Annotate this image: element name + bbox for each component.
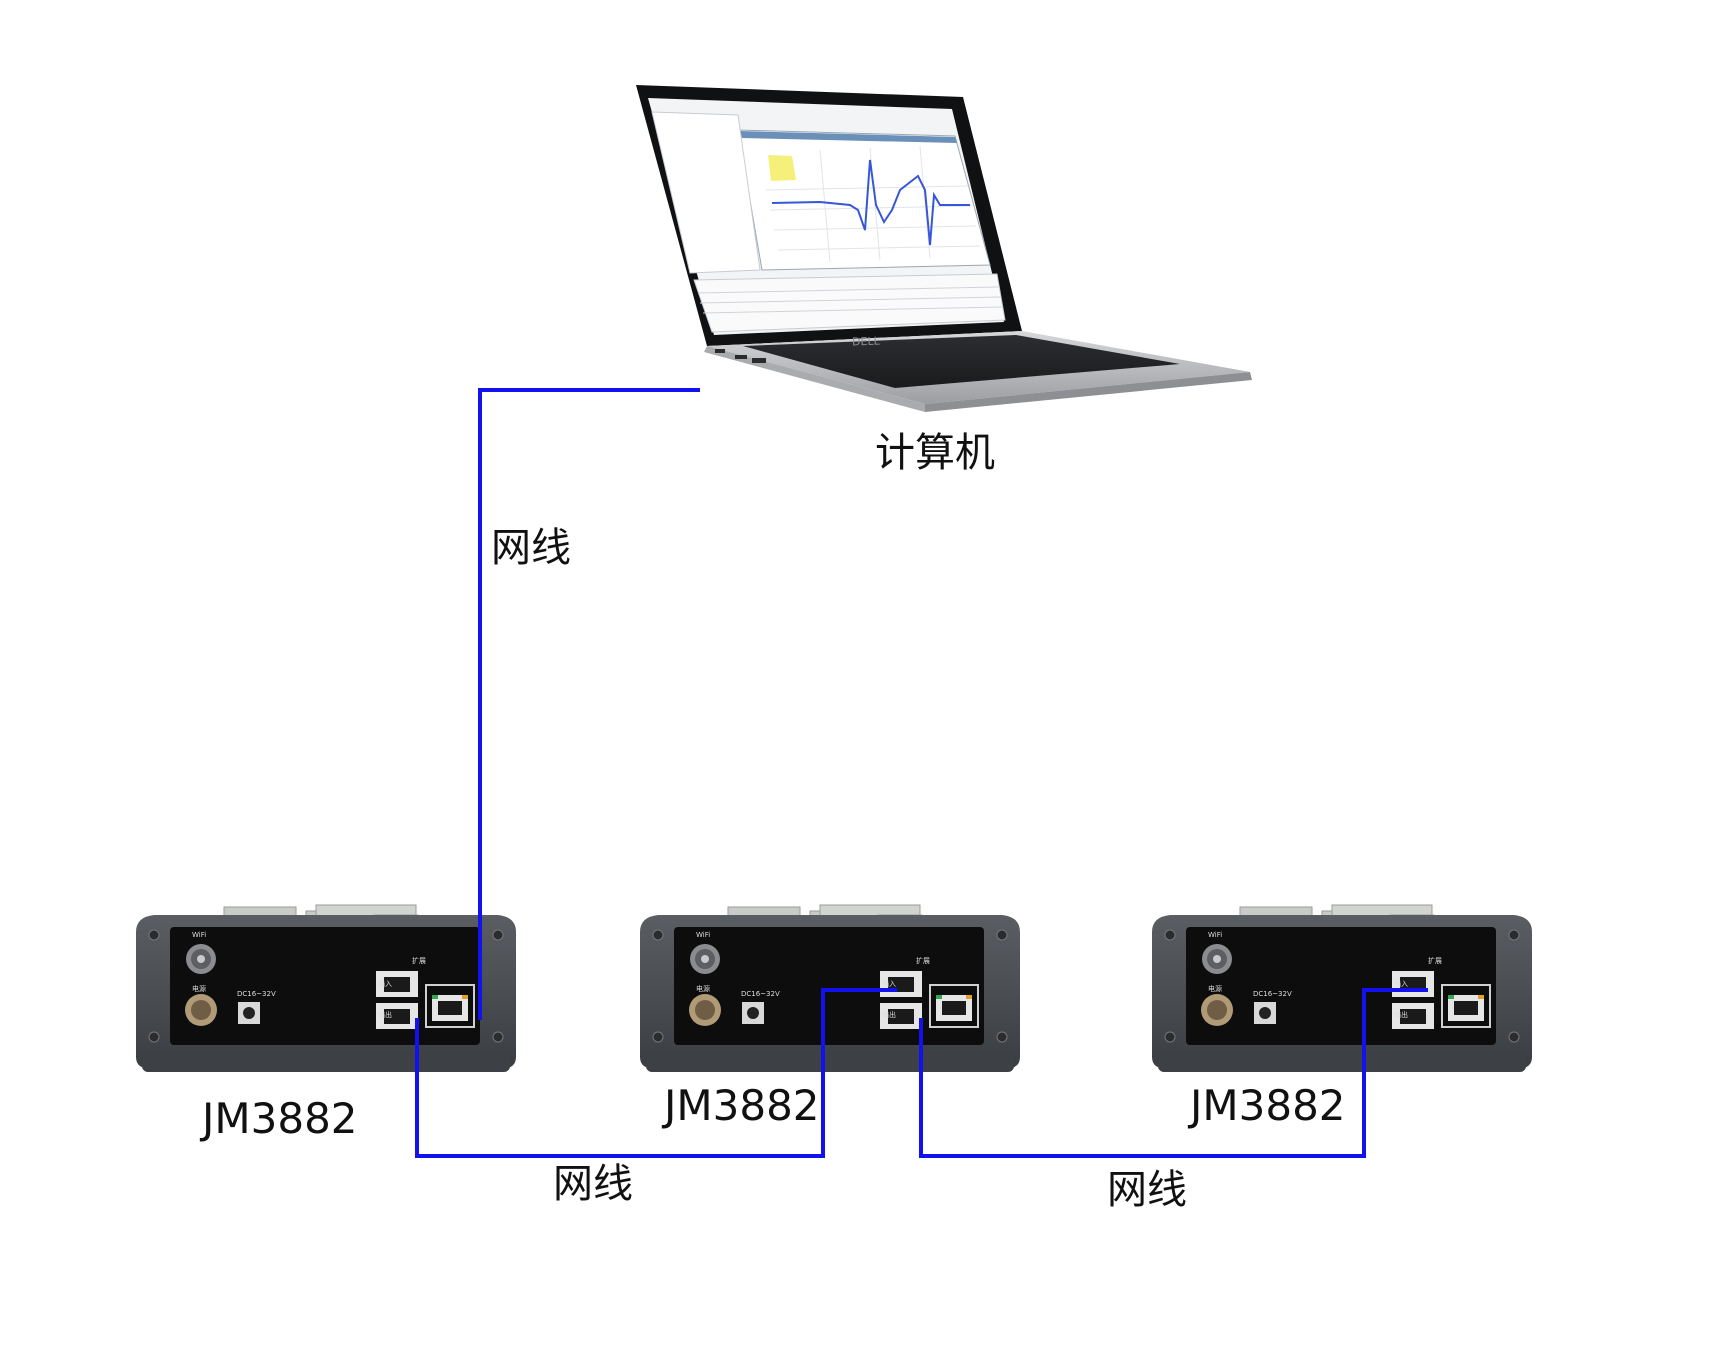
device-3-input-label: 输入 bbox=[1394, 979, 1408, 988]
cable-device-1-to-device-2 bbox=[415, 988, 897, 1158]
device-3-model-label: JM3882 bbox=[1187, 1081, 1346, 1130]
device-2-wifi-label: WiFi bbox=[696, 931, 710, 939]
device-1-power-label: 电源 bbox=[192, 984, 206, 993]
device-1: WiFi 电源 DC16~32V 扩展 输入 输出 bbox=[135, 904, 517, 1073]
device-3-power-label: 电源 bbox=[1208, 984, 1222, 993]
device-2-dc-label: DC16~32V bbox=[741, 990, 780, 998]
device-1-input-label: 输入 bbox=[378, 979, 392, 988]
cable-computer-to-device-1 bbox=[478, 388, 700, 1020]
device-2-power-label: 电源 bbox=[696, 984, 710, 993]
device-3-expand-label: 扩展 bbox=[1428, 956, 1442, 965]
device-1-wifi-label: WiFi bbox=[192, 931, 206, 939]
cable-label-right: 网线 bbox=[1107, 1167, 1187, 1213]
cable-device-2-to-device-3 bbox=[919, 988, 1428, 1158]
device-3: WiFi 电源 DC16~32V 扩展 输入 输出 bbox=[1151, 904, 1533, 1073]
device-2-input-label: 输入 bbox=[882, 979, 896, 988]
cable-lines bbox=[415, 388, 1428, 1158]
cable-label-left: 网线 bbox=[553, 1161, 633, 1207]
device-2: WiFi 电源 DC16~32V 扩展 输入 输出 bbox=[639, 904, 1021, 1073]
device-3-dc-label: DC16~32V bbox=[1253, 990, 1292, 998]
device-2-expand-label: 扩展 bbox=[916, 956, 930, 965]
device-1-model-label: JM3882 bbox=[199, 1094, 358, 1143]
laptop-computer: DELL bbox=[636, 85, 1252, 412]
cable-label-vertical: 网线 bbox=[491, 525, 571, 571]
device-3-wifi-label: WiFi bbox=[1208, 931, 1222, 939]
device-1-expand-label: 扩展 bbox=[412, 956, 426, 965]
laptop-brand-logo: DELL bbox=[852, 334, 881, 348]
device-1-output-label: 输出 bbox=[378, 1010, 392, 1019]
computer-label: 计算机 bbox=[875, 430, 995, 476]
device-3-output-label: 输出 bbox=[1394, 1010, 1408, 1019]
device-1-dc-label: DC16~32V bbox=[237, 990, 276, 998]
device-2-output-label: 输出 bbox=[882, 1010, 896, 1019]
device-2-model-label: JM3882 bbox=[661, 1081, 820, 1130]
